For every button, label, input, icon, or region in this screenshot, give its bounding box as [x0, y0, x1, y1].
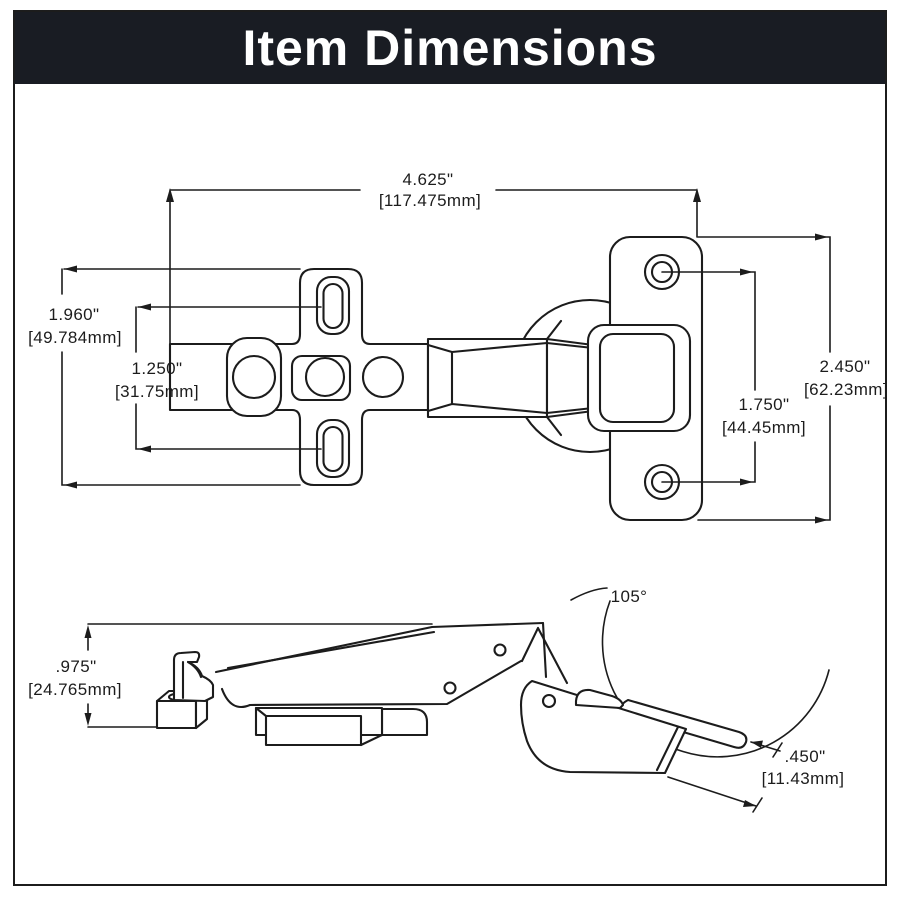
page-title: Item Dimensions — [242, 20, 658, 76]
dimension-card: Item Dimensions — [13, 10, 887, 886]
header-banner: Item Dimensions — [15, 12, 885, 84]
